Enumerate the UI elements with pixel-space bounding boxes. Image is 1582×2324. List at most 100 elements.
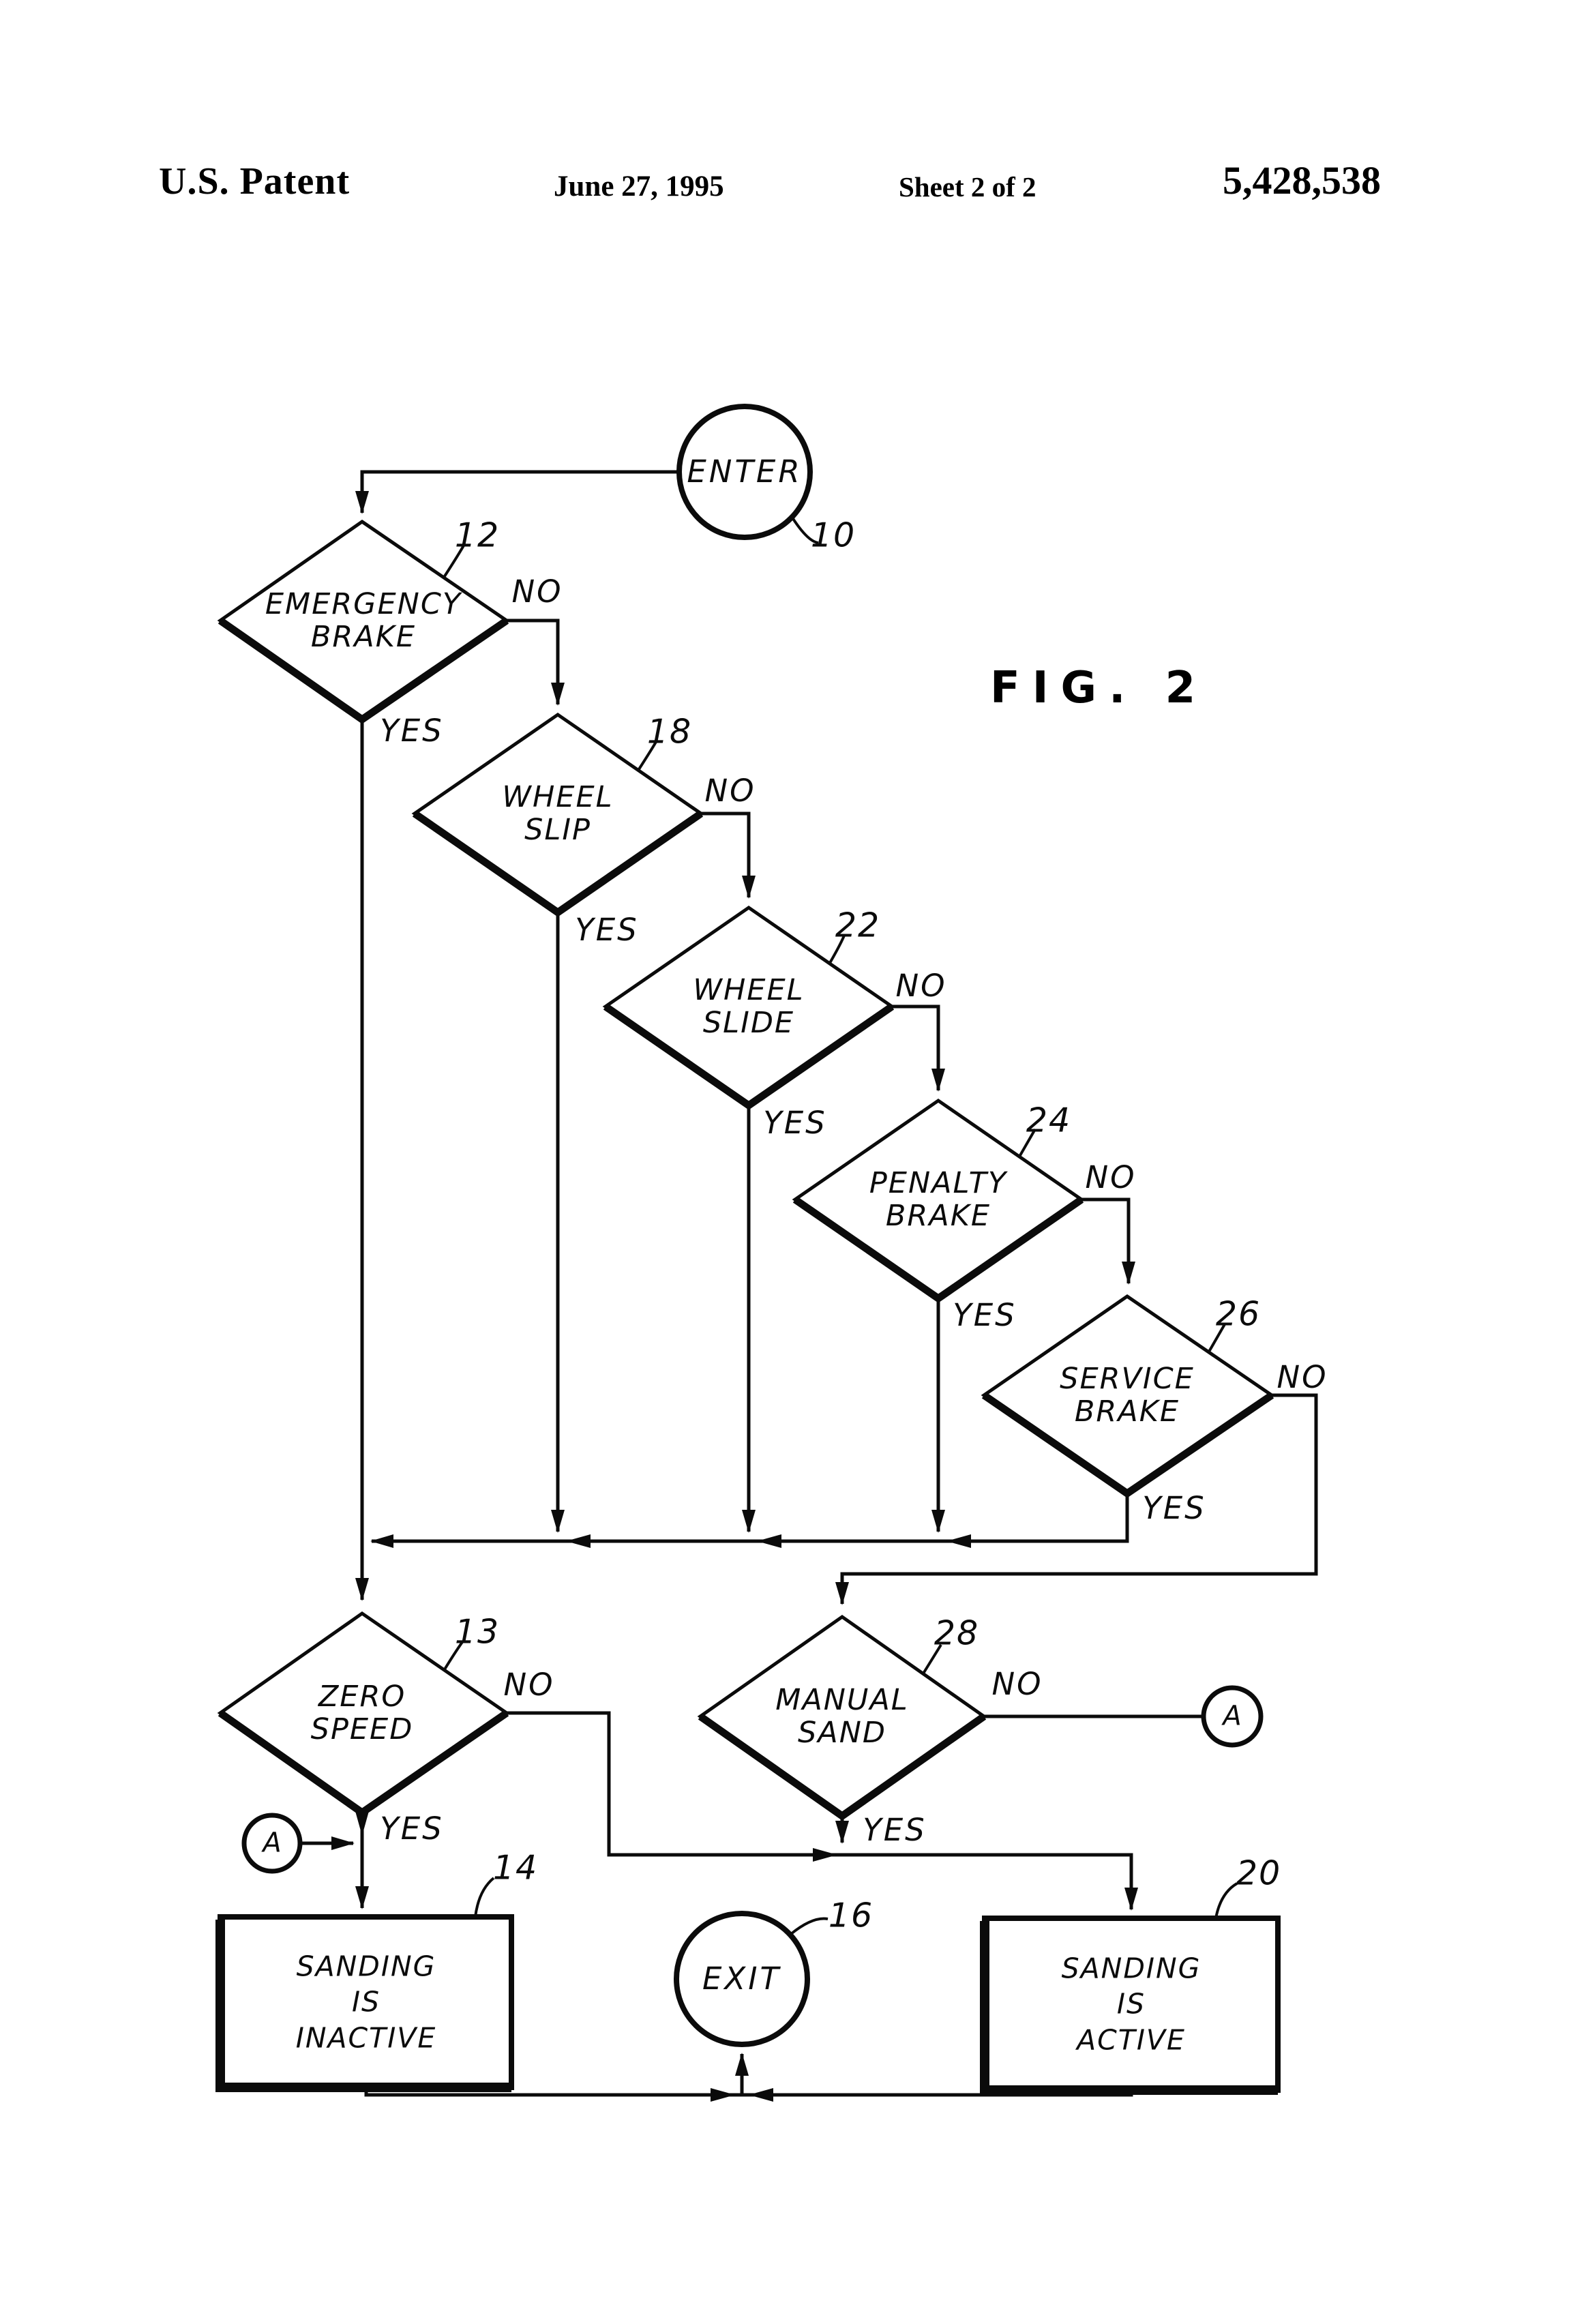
flow-line-arrow-right [813,1848,837,1862]
bottom-line-arrow-left [749,2088,773,2102]
leader-ref-22 [829,935,846,964]
ref-14: 14 [492,1848,539,1888]
ref-16: 16 [828,1896,874,1935]
service-brake-label-line1: SERVICE [1060,1361,1195,1396]
penalty-brake-label: PENALTY BRAKE [869,1167,1007,1232]
penalty-brake-label-line2: BRAKE [885,1199,991,1233]
emergency-brake-label-line1: EMERGENCY [265,586,462,621]
wheel-slide-label-line1: WHEEL [693,972,805,1007]
edge-emergency-brake-no [507,619,565,706]
leader-ref-26 [1208,1324,1226,1352]
edge-wheel-slip-no [701,811,756,899]
sanding-inactive-label-line3: INACTIVE [295,2021,437,2055]
collection-arrow-1 [566,1534,591,1548]
ref-20: 20 [1236,1853,1282,1893]
ref-26: 26 [1215,1294,1262,1334]
leader-ref-18 [638,741,657,771]
leader-ref-16 [790,1917,829,1935]
sanding-inactive-label: SANDING IS INACTIVE [296,1948,437,2055]
service-brake-no-label: NO [1277,1358,1328,1395]
emergency-brake-label-line2: BRAKE [310,620,417,654]
sanding-active-label-line2: IS [1116,1987,1146,2021]
wheel-slip-yes-label: YES [575,911,639,948]
edge-zero-speed-no [507,1711,1138,1911]
edge-collection-line [370,1493,1129,1548]
zero-speed-label-line2: SPEED [310,1712,414,1746]
wheel-slip-label-line2: SLIP [524,813,591,847]
zero-speed-yes-mid-arrow [355,1811,369,1836]
edge-enter-to-emergency-brake [355,470,679,514]
leader-ref-10 [790,514,819,544]
emergency-brake-no-label: NO [511,573,563,610]
wheel-slip-diamond-shading [412,810,704,917]
sanding-inactive-box-shading [215,1920,511,2092]
leader-ref-13 [443,1641,464,1671]
leader-ref-12 [443,545,465,578]
sanding-active-box-shading [980,1921,1278,2095]
connector-a-right-shape [1201,1685,1264,1748]
zero-speed-yes-label: YES [380,1810,444,1847]
sanding-active-label-line1: SANDING [1061,1952,1202,1985]
zero-speed-no-label: NO [503,1666,555,1703]
ref-12: 12 [454,516,501,555]
wheel-slip-label-line1: WHEEL [502,779,614,814]
wheel-slip-label: WHEEL SLIP [502,781,613,846]
penalty-brake-no-label: NO [1085,1159,1137,1195]
service-brake-label: SERVICE BRAKE [1060,1362,1195,1428]
ref-22: 22 [835,906,881,945]
wheel-slide-label-line2: SLIDE [702,1006,795,1040]
leader-ref-14 [474,1877,495,1918]
wheel-slide-label: WHEEL SLIDE [693,974,804,1039]
leader-ref-24 [1018,1129,1036,1157]
zero-speed-label-line1: ZERO [318,1679,406,1714]
enter-terminal-label: ENTER [687,453,803,490]
service-brake-diamond-shading [981,1392,1274,1498]
zero-speed-label: ZERO SPEED [311,1680,414,1746]
patent-header-title: U.S. Patent [159,160,350,203]
collection-arrow-2 [757,1534,781,1548]
manual-sand-label-line2: SAND [798,1716,886,1750]
wheel-slide-no-label: NO [895,967,947,1004]
sanding-inactive-label-line1: SANDING [296,1950,436,1983]
penalty-brake-yes-label: YES [953,1296,1017,1333]
connector-a-left-label: A [263,1827,282,1859]
manual-sand-diamond-shading [698,1713,987,1821]
service-brake-label-line2: BRAKE [1074,1395,1180,1429]
wheel-slide-yes-label: YES [763,1104,827,1141]
manual-sand-label: MANUAL SAND [775,1684,909,1749]
service-brake-yes-label: YES [1142,1489,1206,1526]
wheel-slip-no-label: NO [704,772,756,809]
exit-terminal-label: EXIT [702,1960,782,1997]
patent-header-sheet: Sheet 2 of 2 [899,171,1036,203]
connector-a-left-shape [241,1813,303,1874]
ref-13: 13 [454,1612,501,1652]
enter-terminal-shape [676,404,813,540]
sanding-active-label: SANDING IS ACTIVE [1062,1950,1202,2057]
collection-arrow-3 [946,1534,971,1548]
manual-sand-label-line1: MANUAL [775,1682,909,1717]
emergency-brake-yes-label: YES [380,712,444,749]
sanding-active-label-line3: ACTIVE [1077,2023,1186,2057]
ref-18: 18 [646,712,693,751]
penalty-brake-diamond-shading [792,1196,1084,1303]
ref-10: 10 [810,516,856,555]
ref-28: 28 [934,1613,980,1653]
edge-penalty-brake-no [1081,1197,1135,1285]
emergency-brake-diamond-shading [218,617,509,724]
leader-ref-20 [1214,1882,1238,1919]
ref-24: 24 [1026,1101,1072,1140]
leader-ref-28 [922,1643,942,1675]
manual-sand-yes-label: YES [863,1811,927,1848]
edge-wheel-slide-no [892,1004,945,1092]
zero-speed-diamond-shading [218,1710,509,1817]
patent-header-date: June 27, 1995 [554,170,724,203]
edge-service-brake-no [835,1393,1318,1605]
penalty-brake-label-line1: PENALTY [869,1165,1008,1200]
patent-header-number: 5,428,538 [1223,158,1381,203]
figure-label: FIG. 2 [990,663,1208,713]
exit-terminal-shape [674,1911,810,2047]
connector-a-right-label: A [1223,1700,1242,1732]
manual-sand-no-label: NO [991,1665,1043,1702]
emergency-brake-label: EMERGENCY BRAKE [265,588,462,653]
